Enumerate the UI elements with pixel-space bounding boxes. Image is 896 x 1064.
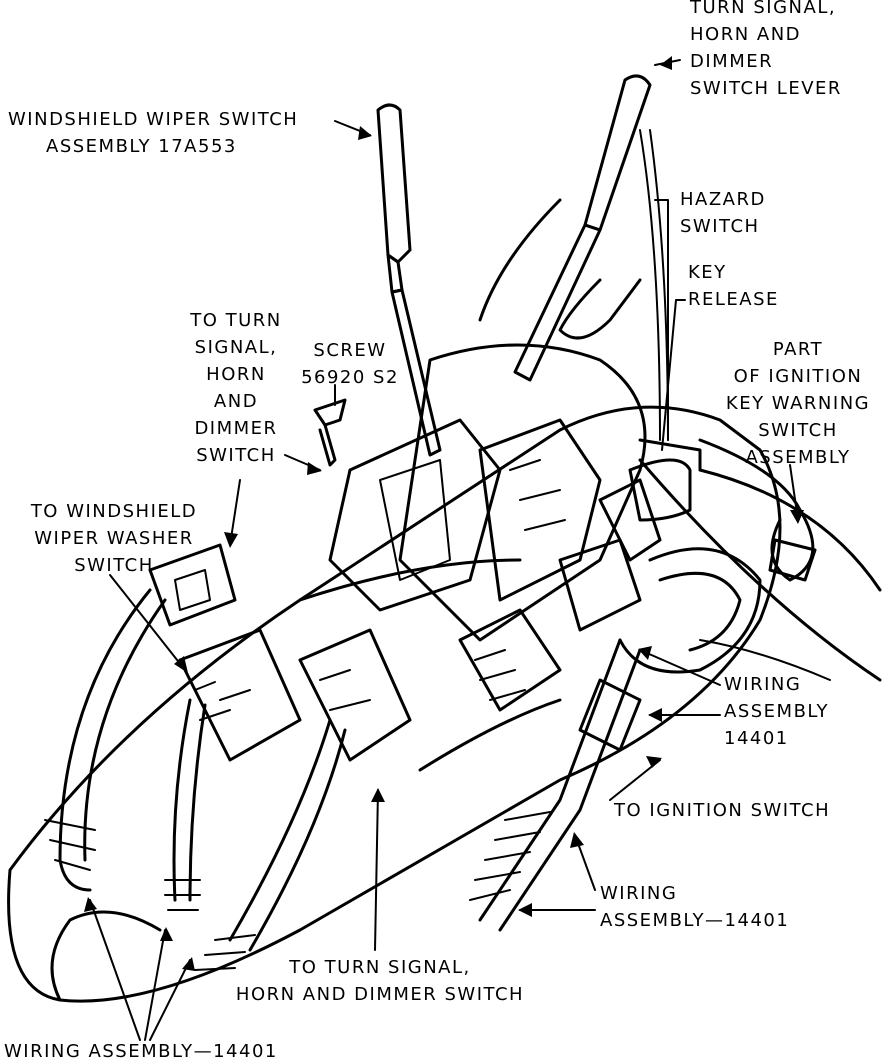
connectors-left bbox=[148, 543, 562, 762]
label-line: TO WINDSHIELD bbox=[30, 501, 198, 522]
label-line: RELEASE bbox=[688, 289, 779, 310]
arrow-heads bbox=[84, 56, 804, 971]
label-screw: SCREW 56920 S2 bbox=[290, 337, 410, 391]
label-wiring-right-lower: WIRING ASSEMBLY—14401 bbox=[600, 880, 789, 934]
label-line: TO TURN bbox=[190, 310, 282, 331]
label-turn-signal-lever: TURN SIGNAL, HORN AND DIMMER SWITCH LEVE… bbox=[690, 0, 842, 102]
label-line: HORN AND bbox=[690, 24, 802, 45]
label-ignition-switch: TO IGNITION SWITCH bbox=[614, 797, 830, 824]
label-line: ASSEMBLY 17A553 bbox=[46, 136, 237, 157]
label-line: DIMMER bbox=[194, 418, 278, 439]
label-line: WINDSHIELD WIPER SWITCH bbox=[8, 109, 299, 130]
label-line: 14401 bbox=[724, 728, 789, 749]
label-line: AND bbox=[213, 391, 259, 412]
label-line: SWITCH bbox=[758, 420, 838, 441]
label-line: SWITCH bbox=[680, 216, 760, 237]
label-key-warning: PART OF IGNITION KEY WARNING SWITCH ASSE… bbox=[710, 336, 886, 471]
wiring-harness-left bbox=[44, 588, 347, 971]
label-wiring-right-upper: WIRING ASSEMBLY 14401 bbox=[724, 671, 829, 752]
label-line: 56920 S2 bbox=[301, 367, 399, 388]
label-line: OF IGNITION bbox=[733, 366, 863, 387]
label-line: HORN AND DIMMER SWITCH bbox=[235, 984, 525, 1005]
label-key-release: KEY RELEASE bbox=[688, 259, 779, 313]
label-line: SWITCH LEVER bbox=[690, 78, 842, 99]
label-line: ASSEMBLY bbox=[724, 701, 830, 722]
label-hazard-switch: HAZARD SWITCH bbox=[680, 186, 766, 240]
label-line: SIGNAL, bbox=[194, 337, 278, 358]
wiring-harness-right bbox=[469, 438, 817, 932]
label-line: DIMMER bbox=[690, 51, 774, 72]
screw-part bbox=[313, 398, 347, 467]
switch-module bbox=[328, 343, 702, 642]
label-line: SWITCH bbox=[74, 555, 154, 576]
label-line: WIRING bbox=[724, 674, 802, 695]
turn-signal-lever bbox=[478, 74, 669, 441]
label-line: ASSEMBLY—14401 bbox=[600, 910, 790, 931]
label-to-turn-signal-top: TO TURN SIGNAL, HORN AND DIMMER SWITCH bbox=[176, 307, 296, 469]
label-line: KEY bbox=[688, 262, 727, 283]
label-line: TO TURN SIGNAL, bbox=[289, 957, 471, 978]
label-line: HAZARD bbox=[680, 189, 766, 210]
leader-lines bbox=[89, 59, 799, 1041]
label-washer-switch: TO WINDSHIELD WIPER WASHER SWITCH bbox=[4, 498, 224, 579]
label-line: ASSEMBLY bbox=[745, 447, 851, 468]
label-line: KEY WARNING bbox=[725, 393, 871, 414]
label-wiper-switch: WINDSHIELD WIPER SWITCH ASSEMBLY 17A553 bbox=[8, 106, 298, 160]
label-line: WIRING ASSEMBLY—14401 bbox=[4, 1041, 278, 1062]
label-line: TO IGNITION SWITCH bbox=[614, 800, 831, 821]
label-wiring-bottom-left: WIRING ASSEMBLY—14401 bbox=[4, 1038, 278, 1064]
label-line: HORN bbox=[206, 364, 266, 385]
label-line: WIRING bbox=[600, 883, 678, 904]
label-line: TURN SIGNAL, bbox=[690, 0, 837, 18]
wiper-switch-lever bbox=[376, 103, 442, 457]
label-line: SWITCH bbox=[196, 445, 276, 466]
label-line: SCREW bbox=[313, 340, 387, 361]
label-line: PART bbox=[772, 339, 824, 360]
label-to-turn-signal-bottom: TO TURN SIGNAL, HORN AND DIMMER SWITCH bbox=[210, 954, 550, 1008]
label-line: WIPER WASHER bbox=[34, 528, 194, 549]
